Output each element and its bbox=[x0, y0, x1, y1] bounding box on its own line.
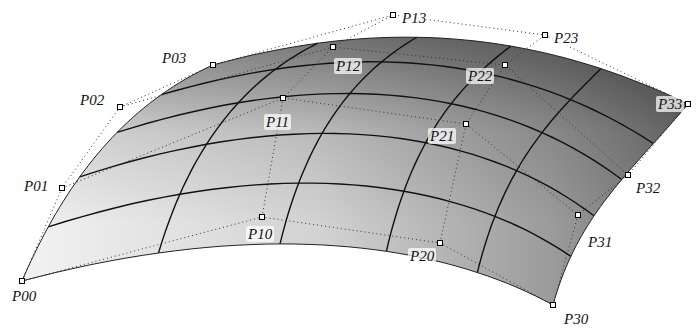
control-point-label: P33 bbox=[656, 96, 684, 112]
control-point bbox=[211, 63, 216, 68]
control-point-label: P01 bbox=[22, 178, 50, 194]
control-net bbox=[22, 217, 553, 305]
control-point-label: P12 bbox=[334, 58, 362, 74]
iso-curve bbox=[386, 46, 511, 251]
control-point bbox=[438, 241, 443, 246]
surface-fill bbox=[22, 37, 688, 305]
iso-curve bbox=[117, 94, 622, 180]
control-point bbox=[260, 215, 265, 220]
control-point bbox=[20, 279, 25, 284]
control-point-label: P13 bbox=[400, 10, 428, 26]
control-point bbox=[551, 303, 556, 308]
control-point-label: P32 bbox=[634, 180, 662, 196]
iso-curve bbox=[48, 183, 571, 256]
control-point bbox=[331, 45, 336, 50]
control-point bbox=[543, 33, 548, 38]
control-net bbox=[120, 47, 628, 175]
control-point-label: P02 bbox=[78, 92, 106, 108]
control-point bbox=[60, 186, 65, 191]
iso-curve bbox=[477, 69, 601, 273]
control-point bbox=[626, 173, 631, 178]
control-point-label: P31 bbox=[586, 234, 614, 250]
control-point bbox=[281, 96, 286, 101]
surface-edge bbox=[22, 37, 688, 305]
control-net bbox=[213, 15, 688, 104]
control-point-label: P10 bbox=[246, 226, 274, 242]
control-net bbox=[553, 104, 688, 305]
control-net bbox=[62, 98, 578, 215]
control-point bbox=[118, 105, 123, 110]
control-point-label: P23 bbox=[552, 30, 580, 46]
control-point-label: P21 bbox=[428, 128, 456, 144]
control-point-label: P22 bbox=[466, 68, 494, 84]
control-point bbox=[464, 122, 469, 127]
surface-shade bbox=[22, 37, 688, 305]
control-point bbox=[576, 213, 581, 218]
iso-curve bbox=[161, 62, 653, 144]
control-point-label: P00 bbox=[10, 288, 38, 304]
control-net bbox=[22, 65, 213, 281]
control-point bbox=[686, 102, 691, 107]
iso-curve bbox=[80, 133, 594, 215]
control-point-label: P03 bbox=[160, 50, 188, 66]
control-point-label: P20 bbox=[408, 248, 436, 264]
control-point bbox=[391, 13, 396, 18]
control-point-label: P30 bbox=[562, 311, 590, 327]
control-point bbox=[503, 63, 508, 68]
control-net bbox=[262, 15, 393, 217]
control-point-label: P11 bbox=[264, 114, 291, 130]
